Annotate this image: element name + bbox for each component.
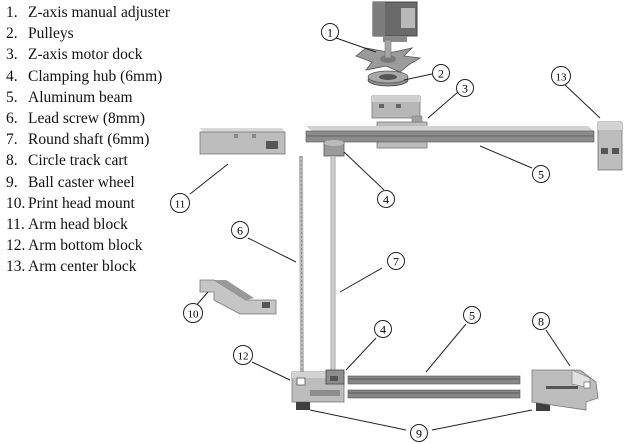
callout-12-label: 12 [238, 351, 249, 363]
legend-number: 9. [6, 173, 18, 191]
legend-item: 3. Z-axis motor dock [6, 44, 170, 65]
legend-item: 10.Print head mount [6, 193, 170, 214]
arm-head-block [199, 128, 286, 155]
callout-8: 8 [532, 312, 550, 330]
callout-4-bottom: 4 [374, 320, 392, 338]
legend-item: 8. Circle track cart [6, 150, 170, 171]
callout-4-bottom-label: 4 [380, 323, 386, 337]
legend-number: 7. [6, 131, 18, 149]
legend-item: 4. Clamping hub (6mm) [6, 66, 170, 87]
legend-label: Round shaft (6mm) [28, 131, 150, 149]
parts-legend: 1. Z-axis manual adjuster 2. Pulleys 3. Z-a… [6, 2, 170, 278]
arm-center-block [597, 121, 623, 171]
legend-label: Lead screw (8mm) [28, 110, 146, 128]
callout-9: 9 [410, 424, 428, 442]
lead-screw [299, 155, 304, 375]
callout-7: 7 [387, 252, 405, 270]
legend-item: 2. Pulleys [6, 23, 170, 44]
legend-label: Z-axis manual adjuster [28, 4, 171, 21]
legend-item: 7. Round shaft (6mm) [6, 129, 170, 150]
print-head-mount [199, 279, 277, 315]
callout-11-label: 11 [175, 199, 186, 211]
aluminum-beam-top [305, 126, 595, 143]
legend-item: 9. Ball caster wheel [6, 172, 170, 193]
legend-number: 12. [6, 237, 26, 255]
legend-number: 3. [6, 46, 18, 64]
legend-number: 1. [6, 4, 18, 21]
legend-label: Pulleys [28, 25, 74, 43]
callout-5-bottom: 5 [463, 306, 481, 324]
leader-lines [189, 37, 601, 431]
clamping-hub-bottom [325, 369, 345, 385]
legend-item: 13.Arm center block [6, 256, 170, 277]
legend-label: Clamping hub (6mm) [28, 67, 163, 85]
callout-1: 1 [321, 23, 339, 41]
callout-3-label: 3 [462, 82, 468, 96]
aluminum-beam-bottom [347, 375, 521, 399]
callout-10: 10 [183, 303, 203, 323]
callout-12: 12 [233, 345, 253, 365]
callout-8-label: 8 [538, 315, 544, 329]
callout-7-label: 7 [393, 255, 399, 269]
legend-label: Ball caster wheel [28, 173, 135, 191]
legend-item: 5. Aluminum beam [6, 87, 170, 108]
legend-number: 10. [6, 194, 26, 212]
callout-10-label: 10 [188, 309, 200, 321]
callout-5-top-label: 5 [538, 168, 544, 182]
circle-track-cart [531, 369, 599, 411]
callout-5-bottom-label: 5 [469, 309, 475, 323]
callout-6-label: 6 [237, 224, 243, 238]
pulley [367, 70, 409, 87]
legend-number: 5. [6, 88, 18, 106]
legend-label: Z-axis motor dock [28, 46, 143, 64]
legend-label: Arm head block [28, 216, 128, 234]
legend-item: 6. Lead screw (8mm) [6, 108, 170, 129]
callout-13-label: 13 [556, 72, 568, 84]
z-axis-motor [372, 1, 418, 42]
callout-11: 11 [170, 193, 190, 213]
legend-number: 6. [6, 110, 18, 128]
callout-5-top: 5 [532, 165, 550, 183]
legend-number: 8. [6, 152, 18, 170]
z-axis-manual-adjuster [355, 39, 422, 73]
legend-item: 12.Arm bottom block [6, 235, 170, 256]
callout-9-label: 9 [416, 427, 422, 441]
legend-number: 2. [6, 25, 18, 43]
legend-label: Circle track cart [28, 152, 128, 170]
callout-2: 2 [432, 64, 450, 82]
clamping-hub-top [323, 140, 345, 157]
legend-item: 1. Z-axis manual adjuster [6, 2, 170, 23]
legend-label: Aluminum beam [28, 88, 133, 106]
legend-label: Print head mount [28, 194, 135, 212]
callout-1-label: 1 [327, 26, 333, 40]
callout-3: 3 [456, 79, 474, 97]
legend-label: Arm bottom block [28, 237, 143, 255]
ball-caster-wheel [296, 402, 550, 411]
callout-4-top-label: 4 [383, 193, 389, 207]
legend-number: 13. [6, 258, 26, 276]
callout-13: 13 [551, 66, 571, 86]
callout-6: 6 [231, 221, 249, 239]
callout-2-label: 2 [438, 67, 444, 81]
legend-number: 4. [6, 67, 18, 85]
legend-item: 11.Arm head block [6, 214, 170, 235]
legend-label: Arm center block [28, 258, 137, 276]
callout-4-top: 4 [377, 190, 395, 208]
legend-number: 11. [6, 216, 25, 234]
round-shaft [330, 156, 336, 372]
